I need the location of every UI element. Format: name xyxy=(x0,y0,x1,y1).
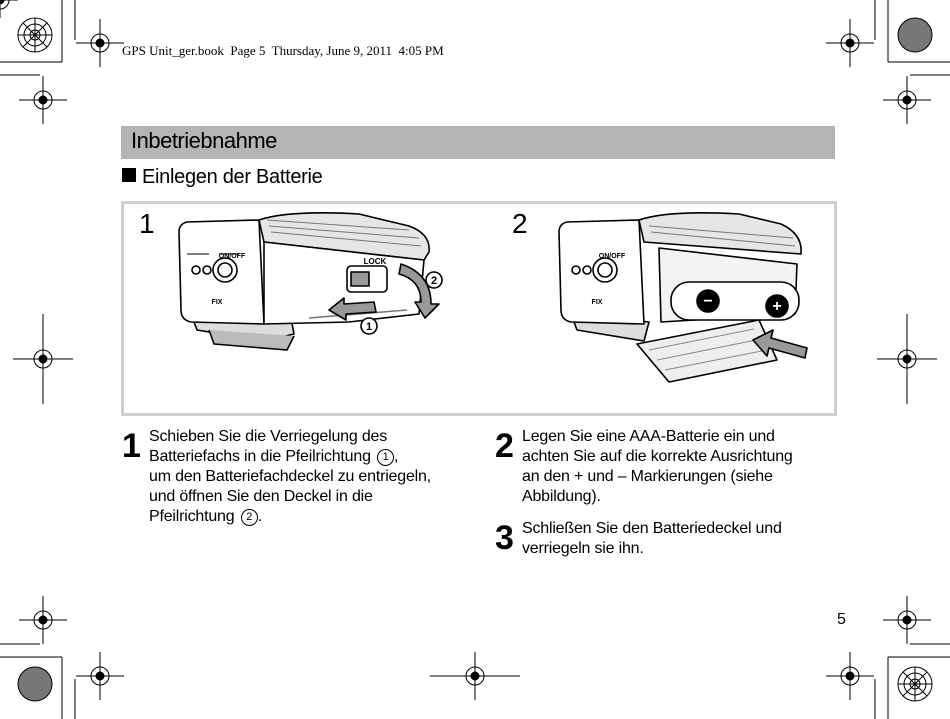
illustration-frame: 1 2 xyxy=(121,201,837,416)
step-line-text: , xyxy=(394,448,399,465)
gps-unit-illustration-2: − + ON/OFF FIX xyxy=(558,212,808,383)
fix-label-2: FIX xyxy=(592,299,603,306)
step-line: Legen Sie eine AAA-Batterie ein und xyxy=(522,428,775,445)
step-line: Schließen Sie den Batteriedeckel und xyxy=(522,520,782,537)
step-line: Pfeilrichtung 2. xyxy=(149,507,431,527)
callout-2: 2 xyxy=(431,275,437,287)
lock-label: LOCK xyxy=(364,257,387,266)
section-title: Inbetriebnahme xyxy=(131,128,277,153)
instruction-step-1: 1 Schieben Sie die Verriegelung des Batt… xyxy=(122,427,467,537)
figure-number-2: 2 xyxy=(512,208,528,239)
circled-number-1: 1 xyxy=(377,449,395,466)
step-text: Schließen Sie den Batteriedeckel und ver… xyxy=(522,519,782,559)
step-line: achten Sie auf die korrekte Ausrichtung xyxy=(522,448,793,465)
step-number: 1 xyxy=(122,427,141,465)
subsection-heading: Einlegen der Batterie xyxy=(122,166,323,189)
plus-sign: + xyxy=(772,298,781,315)
step-number: 3 xyxy=(495,519,514,557)
step-line: Batteriefachs in die Pfeilrichtung 1, xyxy=(149,447,431,467)
onoff-label: ON/OFF xyxy=(219,253,246,260)
step-line-text: . xyxy=(257,508,262,525)
fix-label: FIX xyxy=(212,299,223,306)
step-line: Abbildung). xyxy=(522,488,601,505)
square-bullet-icon xyxy=(122,168,136,182)
step-text: Schieben Sie die Verriegelung des Batter… xyxy=(149,427,431,527)
figure-number-1: 1 xyxy=(139,208,155,239)
gps-unit-illustration-1: 1 2 LOCK ON/OFF FIX xyxy=(178,212,443,351)
print-slug: GPS Unit_ger.book Page 5 Thursday, June … xyxy=(122,43,444,58)
instruction-step-3: 3 Schließen Sie den Batteriedeckel und v… xyxy=(495,519,835,564)
step-line-text: Batteriefachs in die Pfeilrichtung xyxy=(149,448,371,465)
section-header: Inbetriebnahme xyxy=(121,126,835,159)
step-line: an den + und – Markierungen (siehe xyxy=(522,468,773,485)
step-line: Schieben Sie die Verriegelung des xyxy=(149,428,388,445)
onoff-label-2: ON/OFF xyxy=(599,253,626,260)
page-number: 5 xyxy=(837,611,846,628)
callout-1: 1 xyxy=(366,321,372,333)
circled-number-2: 2 xyxy=(240,509,258,526)
minus-sign: − xyxy=(703,293,712,310)
step-number: 2 xyxy=(495,427,514,465)
instruction-step-2: 2 Legen Sie eine AAA-Batterie ein und ac… xyxy=(495,427,835,517)
step-line: verriegeln sie ihn. xyxy=(522,540,644,557)
step-text: Legen Sie eine AAA-Batterie ein und acht… xyxy=(522,427,793,507)
step-line: und öffnen Sie den Deckel in die xyxy=(149,488,373,505)
step-line-text: Pfeilrichtung xyxy=(149,508,235,525)
step-line: um den Batteriefachdeckel zu entriegeln, xyxy=(149,468,431,485)
subsection-title: Einlegen der Batterie xyxy=(142,166,323,188)
